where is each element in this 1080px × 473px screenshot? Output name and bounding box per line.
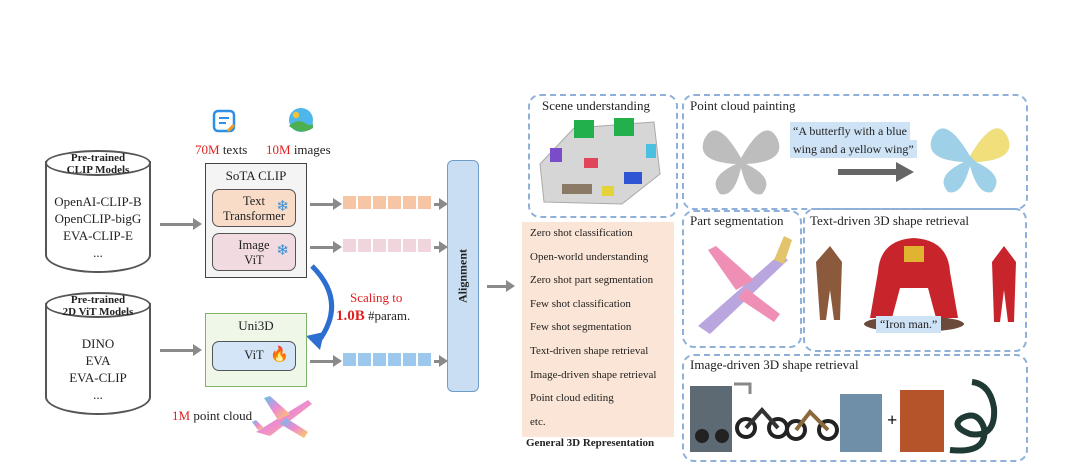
uni3d-vit-label: ViT <box>244 348 264 362</box>
task-item: Open-world understanding <box>530 250 649 263</box>
image-retrieval-label: Image-driven 3D shape retrieval <box>690 357 859 372</box>
images-count: 10M <box>266 142 291 157</box>
painting-arrow <box>838 162 914 182</box>
image-vit-line1: Image <box>238 238 270 252</box>
task-item: Text-driven shape retrieval <box>530 344 649 357</box>
svg-text:+: + <box>887 410 897 430</box>
task-item: Zero shot part segmentation <box>530 274 654 287</box>
text-transformer-line1: Text <box>242 194 266 208</box>
arrow-image-tokens-to-alignment <box>434 241 448 253</box>
point-cloud-airplane-image <box>252 396 312 438</box>
text-transformer-block: Text Transformer ❄ <box>212 189 296 227</box>
texts-label: 70M texts <box>195 142 247 158</box>
images-label: 10M images <box>266 142 331 158</box>
point-cloud-painting-label: Point cloud painting <box>690 98 796 113</box>
arrow-text-tokens-to-alignment <box>434 198 448 210</box>
uni3d-box: Uni3D ViT 🔥 <box>205 313 307 387</box>
task-list: Zero shot classification Open-world unde… <box>522 222 674 437</box>
text-retrieval-prompt: “Iron man.” <box>876 316 942 333</box>
image-vit-line2: ViT <box>244 253 264 267</box>
scene-understanding-label: Scene understanding <box>542 98 650 113</box>
arrow-uni-tokens-to-alignment <box>434 355 448 367</box>
scaling-param-label: 1.0B #param. <box>336 308 410 325</box>
text-document-icon <box>212 109 236 133</box>
texts-count: 70M <box>195 142 220 157</box>
uni3d-token-sequence <box>343 353 433 366</box>
scaling-rest: #param. <box>364 308 411 323</box>
colored-butterfly-point-cloud <box>930 128 1010 193</box>
image-vit-block: Image ViT ❄ <box>212 233 296 271</box>
db-vit-item: DINO <box>81 336 115 351</box>
task-item: Few shot segmentation <box>530 321 632 334</box>
scaling-arrow <box>306 264 334 350</box>
task-item: Zero shot classification <box>530 227 633 239</box>
scaling-bold: 1.0B <box>336 308 365 324</box>
task-item: Few shot classification <box>530 297 631 310</box>
image-retrieval-panel <box>682 354 1028 462</box>
image-retrieval-examples: + <box>690 379 998 454</box>
image-token-sequence <box>343 239 433 252</box>
db-vit-item: EVA <box>85 353 111 368</box>
painting-prompt-line1: “A butterfly with a blue <box>790 122 910 140</box>
arrow-clip-to-sota <box>160 218 202 230</box>
texts-word: texts <box>222 142 248 157</box>
frozen-snowflake-icon: ❄ <box>276 199 289 215</box>
db-clip-item: ... <box>93 245 103 260</box>
db-vit-item: EVA-CLIP <box>69 370 127 385</box>
db-clip-item: OpenAI-CLIP-B <box>54 194 142 209</box>
arrow-uni3d-to-tokens <box>310 355 342 367</box>
tasks-footer: General 3D Representation <box>526 437 655 449</box>
text-retrieval-panel <box>803 208 1027 352</box>
uni3d-title: Uni3D <box>238 318 274 333</box>
frozen-snowflake-icon: ❄ <box>276 243 289 259</box>
task-item: etc. <box>530 415 546 428</box>
arrow-vit-to-uni3d <box>160 344 202 356</box>
alignment-block: Alignment <box>447 160 479 392</box>
task-item: Image-driven shape retrieval <box>530 368 657 381</box>
arrow-text-to-tokens <box>310 198 342 210</box>
text-transformer-line2: Transformer <box>222 209 286 223</box>
task-item: Point cloud editing <box>530 392 614 405</box>
point-cloud-word: point cloud <box>190 408 253 423</box>
db-vit-item: ... <box>93 387 103 402</box>
scaling-label: Scaling to <box>350 290 403 305</box>
point-cloud-count: 1M <box>172 408 191 423</box>
scene-point-cloud-image <box>539 118 661 205</box>
db-clip-item: EVA-CLIP-E <box>63 228 133 243</box>
db-clip-item: OpenCLIP-bigG <box>54 211 142 226</box>
segmented-airplane-image <box>698 236 792 334</box>
arrow-alignment-to-tasks <box>487 280 515 292</box>
gray-butterfly-point-cloud <box>702 130 780 195</box>
text-retrieval-label: Text-driven 3D shape retrieval <box>810 213 969 228</box>
text-token-sequence <box>343 196 433 209</box>
trainable-fire-icon: 🔥 <box>270 347 289 363</box>
images-word: images <box>293 142 331 157</box>
alignment-label: Alignment <box>455 249 470 303</box>
scene-understanding-panel <box>528 94 678 218</box>
painting-prompt-line2: wing and a yellow wing” <box>790 140 917 158</box>
part-segmentation-panel <box>682 210 802 348</box>
sota-clip-title: SoTA CLIP <box>225 168 287 183</box>
sota-clip-box: SoTA CLIP Text Transformer ❄ Image ViT ❄ <box>205 163 307 278</box>
image-landscape-icon <box>289 108 313 132</box>
uni3d-vit-block: ViT 🔥 <box>212 341 296 371</box>
point-cloud-label: 1M point cloud <box>172 408 252 424</box>
arrow-image-to-tokens <box>310 241 342 253</box>
part-segmentation-label: Part segmentation <box>690 213 784 228</box>
